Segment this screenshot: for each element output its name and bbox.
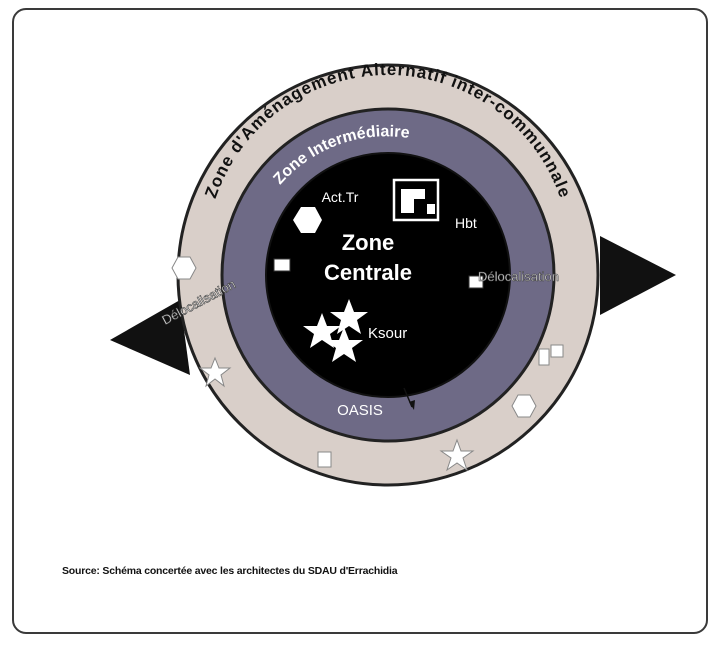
center-title-line1: Zone [342,230,395,255]
square-icon [468,275,484,289]
arrow-right-icon [600,236,676,315]
hexagon-icon [293,207,322,233]
star-icon [303,299,368,362]
hexagon-icon [171,256,197,280]
small-arrow-head-icon [409,400,415,410]
building-icon [392,178,440,222]
relocation-right-label: Délocalisation [478,269,559,284]
center-title-line2: Centrale [324,260,412,285]
oasis-label: OASIS [337,402,383,419]
hbt-label: Hbt [455,215,477,231]
act-label: Act.Tr [322,189,359,205]
ksour-label: Ksour [368,325,407,342]
star-icon [198,356,232,388]
square-icon [317,451,332,468]
building-icon [538,344,564,366]
source-note: Source: Schéma concertée avec les archit… [62,565,398,577]
star-icon [439,438,475,472]
hexagon-icon [511,394,537,418]
arrow-left-icon [110,300,190,375]
square-icon [273,258,291,272]
